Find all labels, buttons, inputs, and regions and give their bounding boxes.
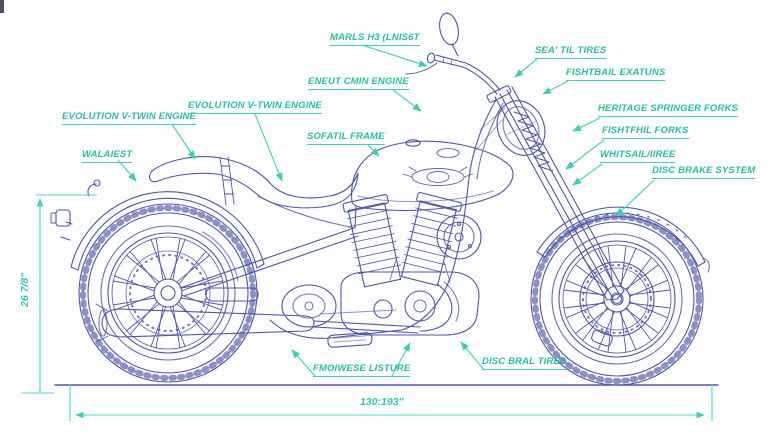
label-fmoiwese-listure: FMOIWESE LISTURE: [313, 363, 411, 377]
air-cleaner: [436, 214, 482, 260]
label-fishtbail-exatuns: FISHTBAIL EXATUNS: [566, 67, 666, 81]
tank-console: [436, 147, 460, 159]
engine: [281, 192, 482, 336]
brake-lever: [405, 62, 438, 75]
springer-fork: [486, 85, 625, 305]
headlight: [496, 100, 546, 156]
dimension-seat-height: 26 7/8": [19, 272, 31, 307]
label-evolution-v-twin-engine-left: EVOLUTION V-TWIN ENGINE: [62, 111, 196, 125]
rear-fender: [50, 179, 265, 282]
leader-lines: [117, 44, 655, 377]
label-disc-brake-system: DISC BRAKE SYSTEM: [652, 165, 756, 179]
fuel-tank: [351, 139, 514, 212]
rear-frame: [179, 195, 359, 302]
rear-wheel: [78, 203, 258, 383]
dimension-lines: [22, 194, 713, 421]
brake-disc: [579, 261, 655, 337]
frame-downtube: [269, 99, 506, 339]
rear-turn-signal: [93, 179, 101, 187]
taillight: [55, 209, 71, 227]
label-eneut-cmin-engine: ENEUT CMIN ENGINE: [308, 76, 409, 90]
seat-strap: [219, 156, 235, 206]
crop-artifact: [0, 0, 4, 13]
grip: [426, 52, 436, 64]
label-walaiest: WALAIEST: [82, 149, 133, 163]
label-whitsail-tires: WHITSAIL/IIREE: [600, 149, 676, 163]
seat: [149, 156, 359, 209]
label-disc-bral-tires: DISC BRAL TIRES: [482, 356, 567, 370]
brake-caliper: [591, 329, 613, 347]
dimension-overall-length: 130:193": [360, 396, 404, 408]
mirror: [439, 12, 459, 46]
mirror-stalk: [451, 43, 459, 57]
fork-spring: [513, 111, 554, 172]
tank-badge: [402, 166, 474, 186]
filler-cap: [405, 139, 421, 147]
cam-cover: [404, 290, 436, 322]
exhaust: [95, 281, 460, 343]
label-fishtfhil-forks: FISHTFHIL FORKS: [602, 125, 689, 139]
label-evolution-v-twin-engine-mid: EVOLUTION V-TWIN ENGINE: [188, 100, 322, 114]
primary-cover: [281, 284, 337, 328]
handlebar: [405, 12, 501, 95]
label-marls-h3: MARLS H3 (LNIS6T: [330, 32, 420, 46]
label-heritage-springer-forks: HERITAGE SPRINGER FORKS: [598, 103, 738, 117]
label-sea-til-tires: SEA' TIL TIRES: [535, 45, 607, 59]
label-sofatil-frame: SOFATIL FRAME: [307, 131, 385, 145]
footboard: [327, 332, 373, 348]
